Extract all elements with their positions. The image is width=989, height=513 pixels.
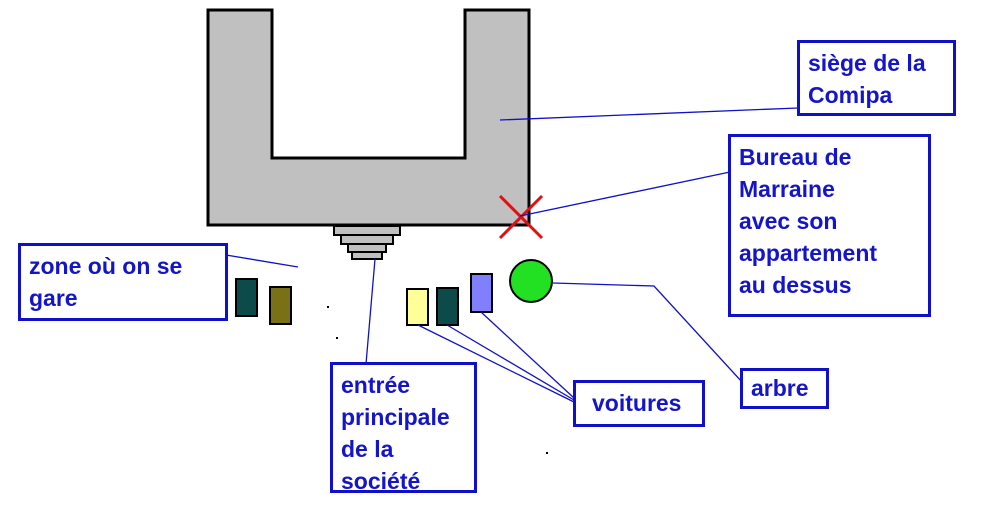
- label-siege-line-2: Comipa: [808, 82, 893, 108]
- connector-bureau: [519, 171, 731, 217]
- connector-siege: [499, 107, 799, 121]
- car-olive-icon: [269, 286, 292, 325]
- label-entree-line-2: principale: [341, 404, 450, 430]
- label-arbre-text: arbre: [751, 375, 809, 401]
- connector-zone: [225, 254, 299, 268]
- label-bureau: Bureau de Marraine avec son appartement …: [728, 134, 931, 317]
- label-bureau-line-2: Marraine: [739, 176, 835, 202]
- label-entree: entrée principale de la société: [330, 362, 477, 494]
- connector-voiture-2: [446, 324, 575, 401]
- tree-icon: [509, 259, 553, 303]
- office-marker-x-icon: [498, 194, 544, 240]
- label-bureau-line-1: Bureau de: [739, 144, 852, 170]
- label-bureau-line-5: au dessus: [739, 272, 852, 298]
- label-entree-line-3: de la: [341, 436, 394, 462]
- label-voitures: voitures: [573, 380, 705, 427]
- car-pale-yellow-icon: [406, 288, 429, 326]
- label-bureau-line-3: avec son: [739, 208, 838, 234]
- label-siege-line-1: siège de la: [808, 50, 926, 76]
- connector-voiture-3: [480, 311, 575, 399]
- car-dark-teal-icon: [235, 278, 258, 317]
- car-dark-teal-2-icon: [436, 287, 459, 326]
- headquarters-building: [206, 8, 531, 227]
- entrance-steps: [333, 225, 401, 260]
- car-blue-icon: [470, 273, 493, 313]
- label-siege: siège de la Comipa: [797, 40, 956, 116]
- connector-entree: [365, 258, 376, 365]
- connector-voiture-1: [417, 324, 575, 403]
- label-entree-line-4: société: [341, 468, 421, 494]
- connector-arbre: [552, 282, 743, 383]
- connector-lines: [225, 107, 799, 403]
- label-zone: zone où on se gare: [18, 243, 228, 321]
- label-bureau-line-4: appartement: [739, 240, 878, 266]
- stray-dots: [327, 306, 548, 454]
- label-zone-line-1: zone où on se: [29, 253, 183, 279]
- label-voitures-text: voitures: [592, 390, 682, 416]
- label-entree-line-1: entrée: [341, 372, 411, 398]
- label-arbre: arbre: [740, 368, 829, 409]
- label-zone-line-2: gare: [29, 285, 78, 311]
